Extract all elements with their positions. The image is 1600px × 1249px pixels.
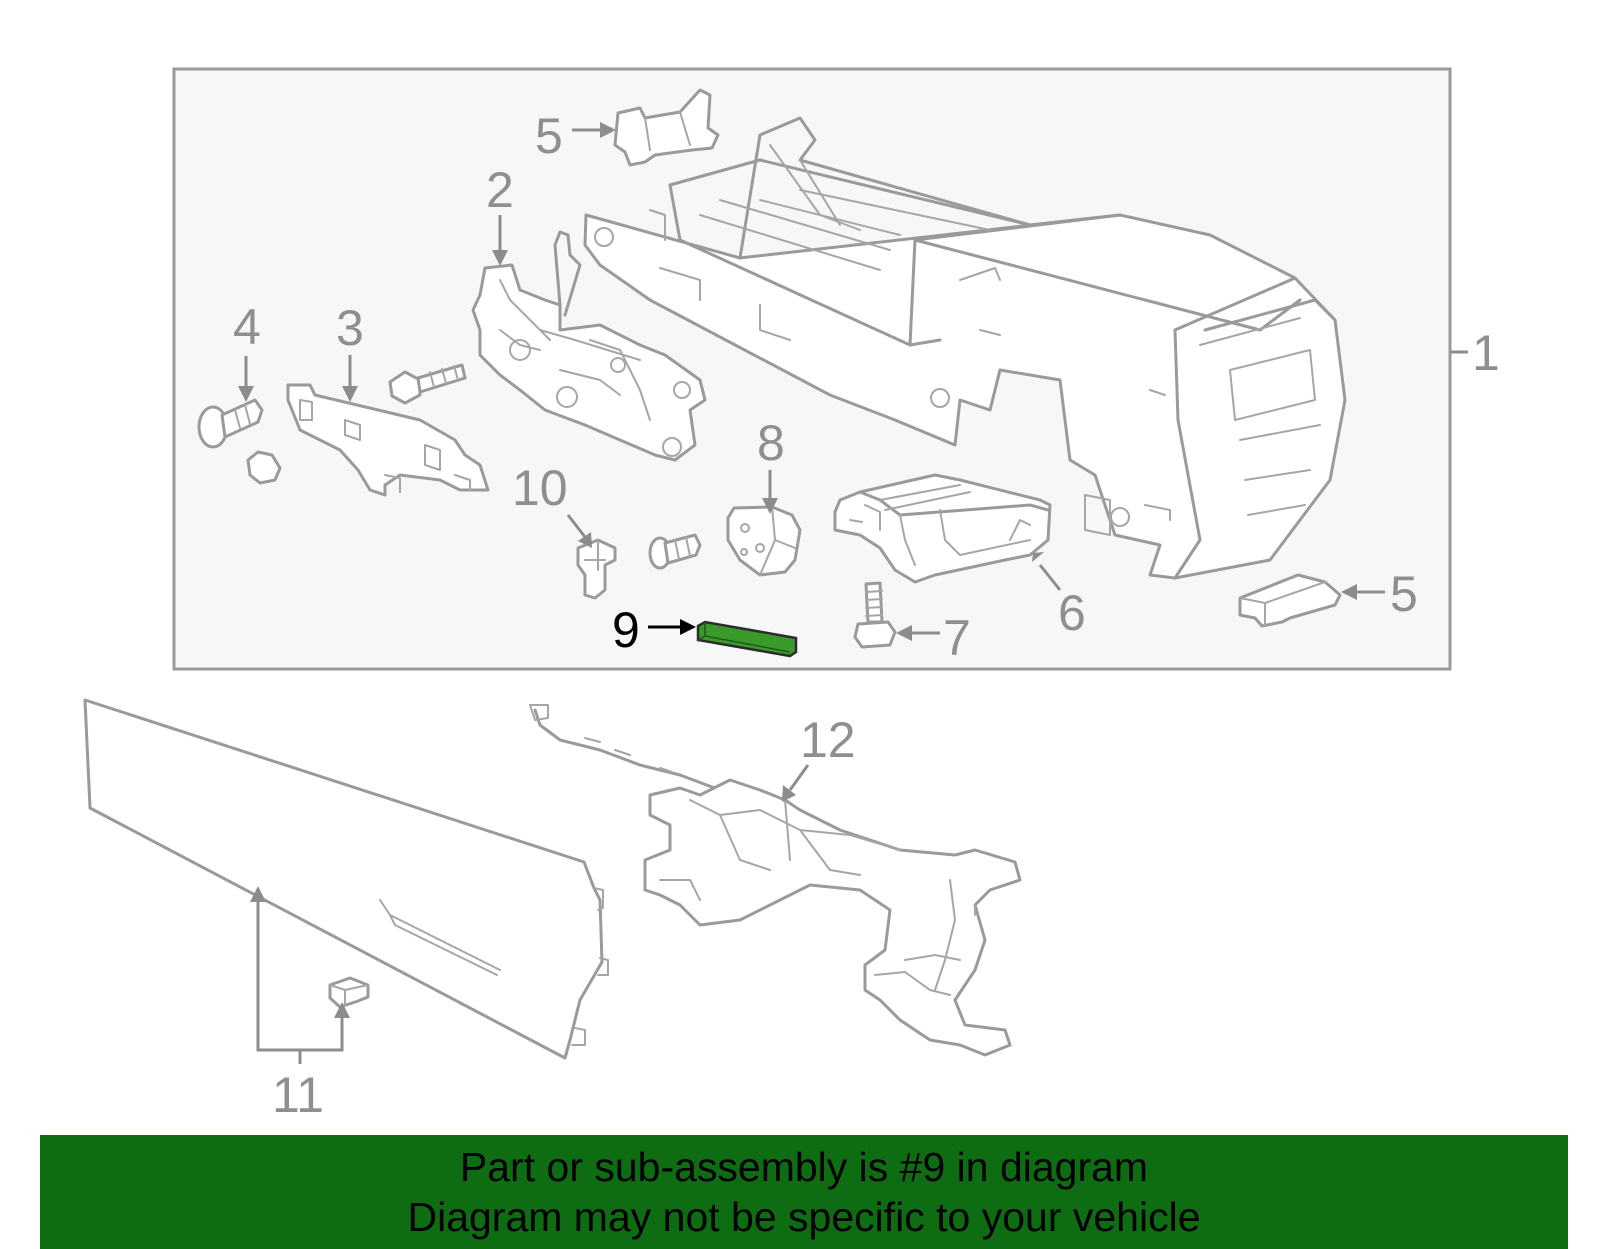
part-3-bracket[interactable] — [286, 383, 490, 497]
part-4-clip[interactable] — [197, 398, 282, 485]
part-11-side-panel[interactable] — [83, 698, 609, 1060]
svg-text:1: 1 — [1472, 325, 1500, 381]
callout-3: 3 — [336, 300, 364, 402]
part-10-clip[interactable] — [576, 538, 617, 600]
svg-text:11: 11 — [272, 1067, 324, 1123]
svg-text:7: 7 — [943, 610, 971, 666]
svg-text:3: 3 — [336, 300, 364, 356]
part-7-bolt[interactable] — [853, 581, 897, 649]
info-banner: Part or sub-assembly is #9 in diagram Di… — [40, 1135, 1568, 1249]
callout-8: 8 — [757, 415, 785, 514]
part-6-pocket[interactable] — [833, 473, 1052, 584]
svg-text:4: 4 — [233, 299, 261, 355]
callout-12: 12 — [782, 712, 856, 802]
callout-10: 10 — [512, 460, 592, 548]
callout-1: 1 — [1450, 325, 1500, 381]
callout-11: 11 — [250, 886, 350, 1123]
part-8-module[interactable] — [726, 505, 802, 577]
svg-text:2: 2 — [486, 162, 514, 218]
part-12-harness[interactable] — [529, 704, 1022, 1057]
svg-text:8: 8 — [757, 415, 785, 471]
part-9-highlighted[interactable] — [696, 620, 798, 658]
svg-text:12: 12 — [800, 712, 856, 768]
svg-text:5: 5 — [535, 108, 563, 164]
screw-near-8 — [648, 533, 702, 570]
svg-text:10: 10 — [512, 460, 568, 516]
part-1-console[interactable] — [583, 116, 1347, 580]
callout-5-top: 5 — [535, 108, 616, 164]
callout-6: 6 — [1032, 552, 1086, 641]
svg-text:5: 5 — [1390, 566, 1418, 622]
callout-4: 4 — [233, 299, 261, 402]
part-5-top-clip[interactable] — [613, 88, 720, 167]
bolt-near-3 — [388, 363, 467, 405]
banner-line-1: Part or sub-assembly is #9 in diagram — [459, 1144, 1149, 1190]
callout-5-right: 5 — [1341, 566, 1418, 622]
part-2-shifter[interactable] — [471, 230, 707, 462]
banner-line-2: Diagram may not be specific to your vehi… — [407, 1194, 1201, 1240]
svg-text:6: 6 — [1058, 585, 1086, 641]
callout-9: 9 — [612, 602, 696, 658]
part-5-right-clip[interactable] — [1238, 573, 1342, 628]
svg-text:9: 9 — [612, 602, 640, 658]
callout-2: 2 — [486, 162, 514, 266]
callout-7: 7 — [896, 610, 971, 666]
